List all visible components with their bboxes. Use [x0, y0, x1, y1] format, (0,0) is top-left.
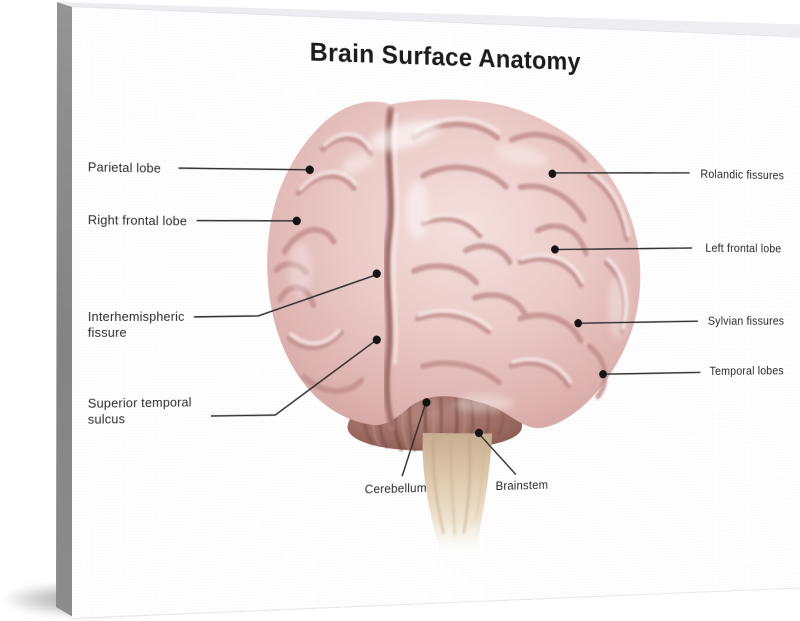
label-interhemispheric-fissure: Interhemispheric fissure [87, 309, 185, 340]
label-brainstem: Brainstem [495, 477, 549, 493]
cerebrum-shape [267, 93, 641, 433]
canvas-front-face: Brain Surface Anatomy [72, 6, 800, 619]
brainstem-shape [422, 431, 493, 551]
label-temporal-lobes: Temporal lobes [709, 363, 784, 378]
label-parietal-lobe: Parietal lobe [87, 159, 161, 176]
leader-temporal-lobes [606, 372, 700, 374]
label-right-frontal-lobe: Right frontal lobe [87, 212, 187, 229]
leader-parietal-lobe [178, 167, 307, 171]
label-cerebellum: Cerebellum [364, 480, 427, 497]
brain-illustration [72, 93, 800, 551]
label-sylvian-fissures: Sylvian fissures [707, 313, 785, 328]
label-superior-temporal-sulcus: Superior temporal sulcus [87, 394, 192, 427]
label-left-frontal-lobe: Left frontal lobe [705, 240, 782, 256]
cerebellum-shape [347, 392, 523, 453]
label-rolandic-fissures: Rolandic fissures [700, 166, 785, 183]
